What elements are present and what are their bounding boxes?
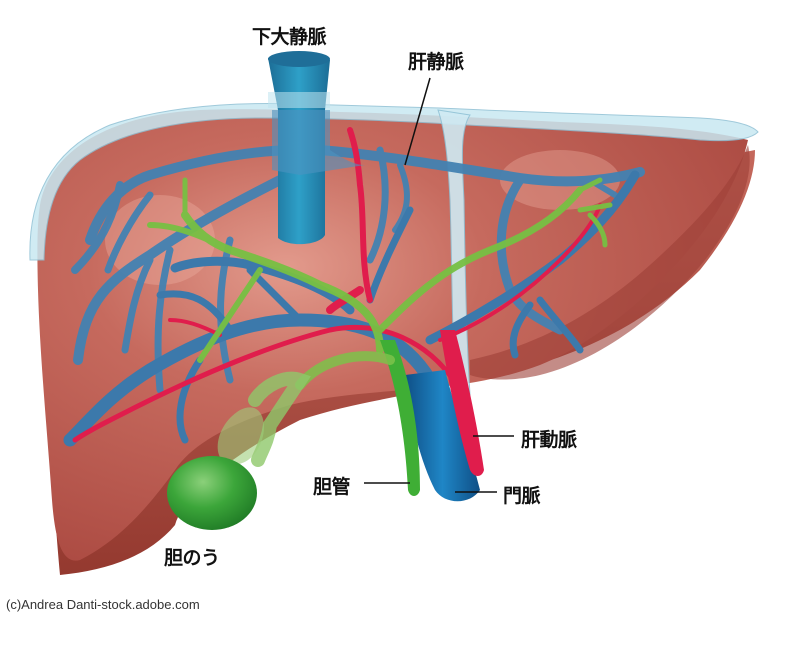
leader-lines xyxy=(364,77,514,493)
label-hepatic-vein: 肝静脈 xyxy=(408,51,464,73)
liver-capsule xyxy=(29,102,759,261)
portal-vein-trunk xyxy=(405,370,480,502)
label-gallbladder: 胆のう xyxy=(164,547,220,569)
bile-ducts xyxy=(147,177,613,363)
inferior-vena-cava xyxy=(268,51,365,245)
image-credit: (c)Andrea Danti-stock.adobe.com xyxy=(6,597,200,612)
label-bile-duct: 胆管 xyxy=(313,476,351,498)
label-hepatic-artery: 肝動脈 xyxy=(521,429,577,451)
label-inferior-vena-cava: 下大静脈 xyxy=(252,26,327,48)
hepatic-artery-trunk xyxy=(440,330,484,476)
gallbladder xyxy=(167,371,311,530)
hepatic-veins xyxy=(71,145,645,394)
label-portal-vein: 門脈 xyxy=(503,485,541,507)
common-bile-duct xyxy=(380,340,420,496)
